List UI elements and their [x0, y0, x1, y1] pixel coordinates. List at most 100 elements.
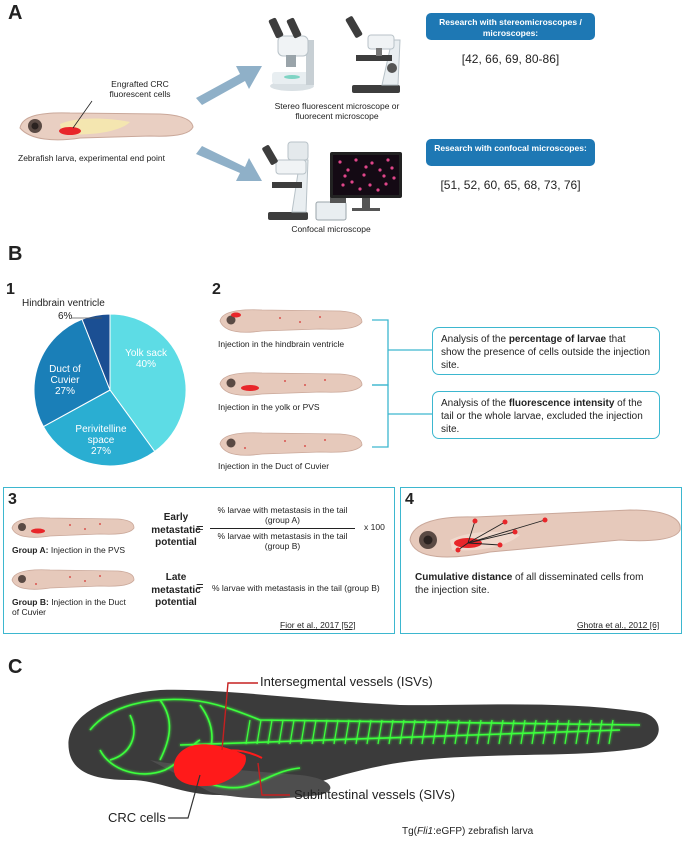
isv-vessel — [476, 719, 482, 745]
isv-vessel — [608, 719, 614, 745]
panel-letter-c: C — [8, 656, 23, 678]
analysis-box-percentage: Analysis of the percentage of larvae tha… — [432, 327, 660, 375]
pill-confocal: Research with confocal microscopes: — [426, 139, 595, 166]
pie-label-cuvier-name: Duct of Cuvier — [49, 364, 81, 386]
compound-microscope-illustration — [345, 16, 401, 93]
isv-vessel — [278, 719, 284, 745]
refs-confocal: [51, 52, 60, 65, 68, 73, 76] — [440, 178, 581, 192]
pie-value-cuvier: 27% — [54, 386, 75, 397]
larva-label: Zebrafish larva, experimental end point — [18, 153, 165, 163]
box1-post: that show the presence of cells outside … — [441, 334, 651, 371]
analysis-box-fluorescence: Analysis of the fluorescence intensity o… — [432, 391, 660, 439]
panel-b4-number: 4 — [405, 491, 414, 508]
isv-vessel — [267, 719, 273, 745]
isv-vessel — [454, 719, 460, 745]
isv-vessel — [421, 719, 427, 745]
refs-stereo: [42, 66, 69, 80-86] — [461, 52, 560, 66]
isv-vessel — [465, 719, 471, 745]
box2-pre: Analysis of the — [441, 398, 509, 409]
panel-a-graphics — [19, 16, 402, 221]
panel-letter-a: A — [8, 2, 23, 24]
isv-vessel — [366, 719, 372, 745]
tg-larva-illustration — [68, 689, 659, 799]
pie-value-perivitelline: 27% — [90, 446, 111, 457]
tg-italic: Fli1 — [417, 826, 434, 837]
inj1-label: Injection in the hindbrain ventricle — [218, 339, 345, 349]
group-a-bold: Group A: — [12, 545, 49, 555]
zebrafish-larva-illustration — [19, 112, 194, 141]
late-formula: % larvae with metastasis in the tail (gr… — [212, 583, 380, 593]
siv-label: Subintestinal vessels (SIVs) — [294, 787, 456, 802]
panel-b3-number: 3 — [8, 491, 17, 508]
pie-label-cuvier: Duct of Cuvier 27% — [40, 364, 90, 397]
pie-label-yolk: Yolk sack 40% — [112, 348, 180, 370]
arrow-down — [196, 146, 262, 181]
inj2-label: Injection in the yolk or PVS — [218, 402, 320, 412]
confocal-microscope-illustration — [262, 141, 347, 221]
isv-vessel — [344, 719, 350, 745]
panel-b1-number: 1 — [6, 281, 15, 298]
isv-vessel — [300, 719, 306, 745]
pie-value-hindbrain: 6% — [58, 311, 73, 322]
pie-label-perivitelline: Perivitelline space 27% — [62, 424, 140, 457]
pie-label-yolk-name: Yolk sack — [125, 348, 167, 359]
crc-label: CRC cells — [108, 810, 166, 825]
isv-vessel — [256, 719, 262, 745]
isv-vessel — [399, 719, 405, 745]
pill-stereo: Research with stereomicroscopes / micros… — [426, 13, 595, 40]
larva-yolk-illustration — [219, 372, 363, 396]
tg-label: Tg(Fli1:eGFP) zebrafish larva — [402, 826, 533, 837]
box2-post: of the tail or the whole larvae, exclude… — [441, 398, 643, 435]
citation-fior: Fior et al., 2017 [52] — [280, 620, 356, 630]
group-b-bold: Group B: — [12, 597, 49, 607]
early-denominator: % larvae with metastasis in the tail (gr… — [217, 531, 348, 551]
isv-vessel — [564, 719, 570, 745]
isv-vessel — [487, 719, 493, 745]
isv-vessel — [498, 719, 504, 745]
cumulative-text: Cumulative distance of all disseminated … — [415, 571, 655, 597]
box1-pre: Analysis of the — [441, 334, 509, 345]
isv-vessel — [531, 719, 537, 745]
stereo-microscope-illustration — [268, 17, 314, 91]
pie-label-hindbrain: Hindbrain ventricle — [22, 298, 105, 309]
citation-ghotra: Ghotra et al., 2012 [6] — [577, 620, 660, 630]
isv-vessel — [377, 719, 383, 745]
early-label: Early metastatic potential — [151, 512, 201, 548]
panel-b3-box — [3, 487, 395, 634]
pie-value-yolk: 40% — [135, 359, 156, 370]
late-equals: = — [196, 578, 204, 593]
isv-vessel — [388, 719, 394, 745]
group-a-text: Injection in the PVS — [48, 545, 126, 555]
panel-b4-box — [400, 487, 682, 634]
times-100: x 100 — [364, 522, 385, 532]
isv-vessel — [575, 719, 581, 745]
fraction-line — [210, 528, 355, 529]
isv-label: Intersegmental vessels (ISVs) — [260, 674, 433, 689]
cumulative-rest: of all disseminated cells from the injec… — [415, 572, 644, 596]
early-numerator: % larvae with metastasis in the tail (gr… — [217, 505, 348, 525]
panel-b2-number: 2 — [212, 281, 221, 298]
group-b-label: Group B: Injection in the Duct of Cuvier — [12, 597, 132, 617]
isv-vessel — [553, 719, 559, 745]
isv-vessel — [509, 719, 515, 745]
inj3-label: Injection in the Duct of Cuvier — [218, 461, 330, 471]
arrow-up — [196, 66, 262, 105]
isv-vessel — [245, 719, 251, 745]
box1-bold: percentage of larvae — [508, 334, 607, 345]
isv-vessel — [333, 719, 339, 745]
cumulative-bold: Cumulative distance — [415, 572, 513, 583]
isv-vessel — [410, 719, 416, 745]
tg-post: :eGFP) zebrafish larva — [433, 826, 534, 837]
isv-vessel — [289, 719, 295, 745]
larva-cuvier-illustration — [219, 432, 363, 456]
isv-vessel — [586, 719, 592, 745]
isv-vessel — [432, 719, 438, 745]
early-equals: = — [196, 520, 204, 535]
stereo-caption: Stereo fluorescent microscope or fluorec… — [274, 101, 400, 121]
confocal-caption: Confocal microscope — [291, 224, 371, 234]
isv-vessel — [311, 719, 317, 745]
isv-vessel — [443, 719, 449, 745]
isv-vessel — [520, 719, 526, 745]
isv-vessel — [597, 719, 603, 745]
pie-label-perivitelline-name: Perivitelline space — [75, 424, 127, 446]
